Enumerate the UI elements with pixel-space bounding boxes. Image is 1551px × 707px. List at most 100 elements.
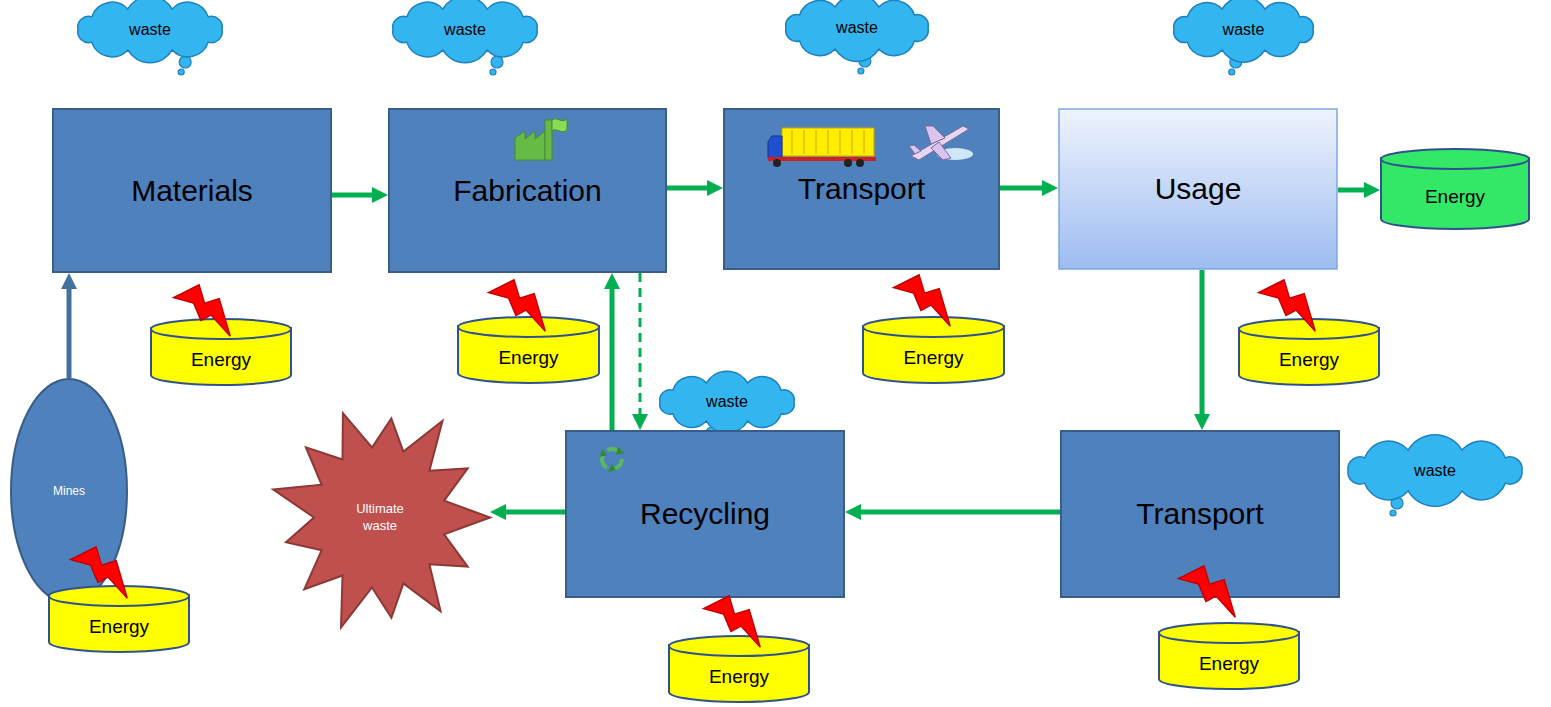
process-box: Usage xyxy=(1058,108,1338,270)
node-label: Recycling xyxy=(640,497,770,531)
lightning-bolt xyxy=(893,275,950,326)
flow-arrow xyxy=(500,510,565,515)
flow-arrow xyxy=(332,193,378,198)
waste-cloud: waste xyxy=(70,2,230,57)
node-label: Energy xyxy=(1199,653,1259,675)
node-label: Energy xyxy=(89,616,149,638)
node-label: Energy xyxy=(191,349,251,371)
energy-cylinder: Energy xyxy=(457,316,600,384)
cloud-tail xyxy=(858,68,864,74)
process-box: Transport xyxy=(723,108,1000,270)
flow-arrow xyxy=(1338,188,1370,193)
node-label: Energy xyxy=(1279,349,1339,371)
box-outline xyxy=(1059,109,1337,269)
plane-cloud xyxy=(937,148,973,160)
lightning-bolt xyxy=(173,285,230,336)
energy-cylinder: Energy xyxy=(862,316,1005,384)
dashed-flow-arrow xyxy=(639,273,642,420)
node-label: Fabrication xyxy=(453,174,601,208)
node-label: waste xyxy=(129,21,171,39)
node-label: waste xyxy=(1414,462,1456,480)
node-label: Ultimate waste xyxy=(340,501,420,534)
node-label: Energy xyxy=(903,347,963,369)
energy-cylinder: Energy xyxy=(1238,318,1380,386)
cloud-tail xyxy=(178,69,184,75)
box-outline xyxy=(1061,431,1339,597)
waste-cloud: waste xyxy=(778,0,936,56)
cloud-outline xyxy=(1348,435,1522,507)
box-outline xyxy=(389,109,666,272)
cylinder-top xyxy=(1381,149,1529,169)
cloud-tail xyxy=(179,56,191,68)
cloud-outline xyxy=(78,0,222,63)
factory-smoke xyxy=(552,119,567,132)
energy-cylinder: Energy xyxy=(150,318,292,386)
lightning-bolt xyxy=(703,596,760,647)
node-label: waste xyxy=(706,393,748,411)
cloud-tail xyxy=(490,69,496,75)
recycle-icon xyxy=(600,447,624,472)
lightning-bolt xyxy=(1258,280,1315,331)
flow-arrow xyxy=(67,283,72,378)
source-circle: Mines xyxy=(10,378,128,604)
cylinder-top xyxy=(1239,319,1379,339)
node-label: Energy xyxy=(498,347,558,369)
plane-wing xyxy=(925,126,945,144)
waste-cloud: waste xyxy=(1166,2,1321,57)
truck-wheel xyxy=(856,159,864,167)
truck-wheel xyxy=(844,159,852,167)
energy-cylinder: Energy xyxy=(1380,148,1530,230)
energy-cylinder: Energy xyxy=(48,585,190,653)
process-box: Fabrication xyxy=(388,108,667,273)
node-label: Energy xyxy=(709,666,769,688)
node-label: Transport xyxy=(1136,497,1263,531)
energy-cylinder: Energy xyxy=(1158,622,1300,690)
flow-arrow xyxy=(1000,186,1048,191)
flow-arrow xyxy=(855,510,1060,515)
lightning-bolt xyxy=(70,547,127,598)
cloud-tail xyxy=(1390,510,1396,516)
node-label: Mines xyxy=(53,484,85,498)
flow-arrow xyxy=(610,283,615,430)
cylinder-top xyxy=(49,586,189,606)
recycle-arrows xyxy=(600,447,624,472)
cloud-outline xyxy=(1174,0,1314,62)
node-label: Materials xyxy=(131,174,253,208)
node-label: Transport xyxy=(798,172,925,206)
cloud-tail xyxy=(491,56,503,68)
lightning-bolt xyxy=(1178,566,1235,617)
trailer-ribs xyxy=(792,130,864,154)
node-label: waste xyxy=(836,19,878,37)
starburst-outline xyxy=(273,413,490,627)
flow-arrow xyxy=(667,186,713,191)
node-label: waste xyxy=(444,21,486,39)
cloud-outline xyxy=(660,371,794,433)
box-outline xyxy=(566,431,844,597)
box-outline xyxy=(53,109,331,272)
flow-arrow xyxy=(1200,270,1205,420)
truck-wheel xyxy=(773,159,781,167)
cylinder-top xyxy=(669,636,809,656)
cylinder-top xyxy=(863,317,1004,337)
waste-starburst: Ultimate waste xyxy=(270,400,490,635)
truck-trailer xyxy=(782,128,874,156)
factory-icon xyxy=(515,119,567,160)
truck-cab xyxy=(768,136,782,158)
factory-building xyxy=(515,131,545,160)
cloud-outline xyxy=(393,0,537,63)
process-box: Transport xyxy=(1060,430,1340,598)
plane-icon xyxy=(909,126,973,160)
plane-tail xyxy=(909,145,921,154)
waste-cloud: waste xyxy=(385,2,545,57)
waste-cloud: waste xyxy=(1340,443,1530,498)
cloud-outline xyxy=(786,0,929,61)
energy-cylinder: Energy xyxy=(668,635,810,703)
waste-cloud: waste xyxy=(652,376,802,428)
node-label: waste xyxy=(1223,21,1265,39)
plane-wing xyxy=(931,142,951,160)
cylinder-top xyxy=(1159,623,1299,643)
truck-icon xyxy=(768,128,876,167)
node-label: Usage xyxy=(1155,172,1242,206)
